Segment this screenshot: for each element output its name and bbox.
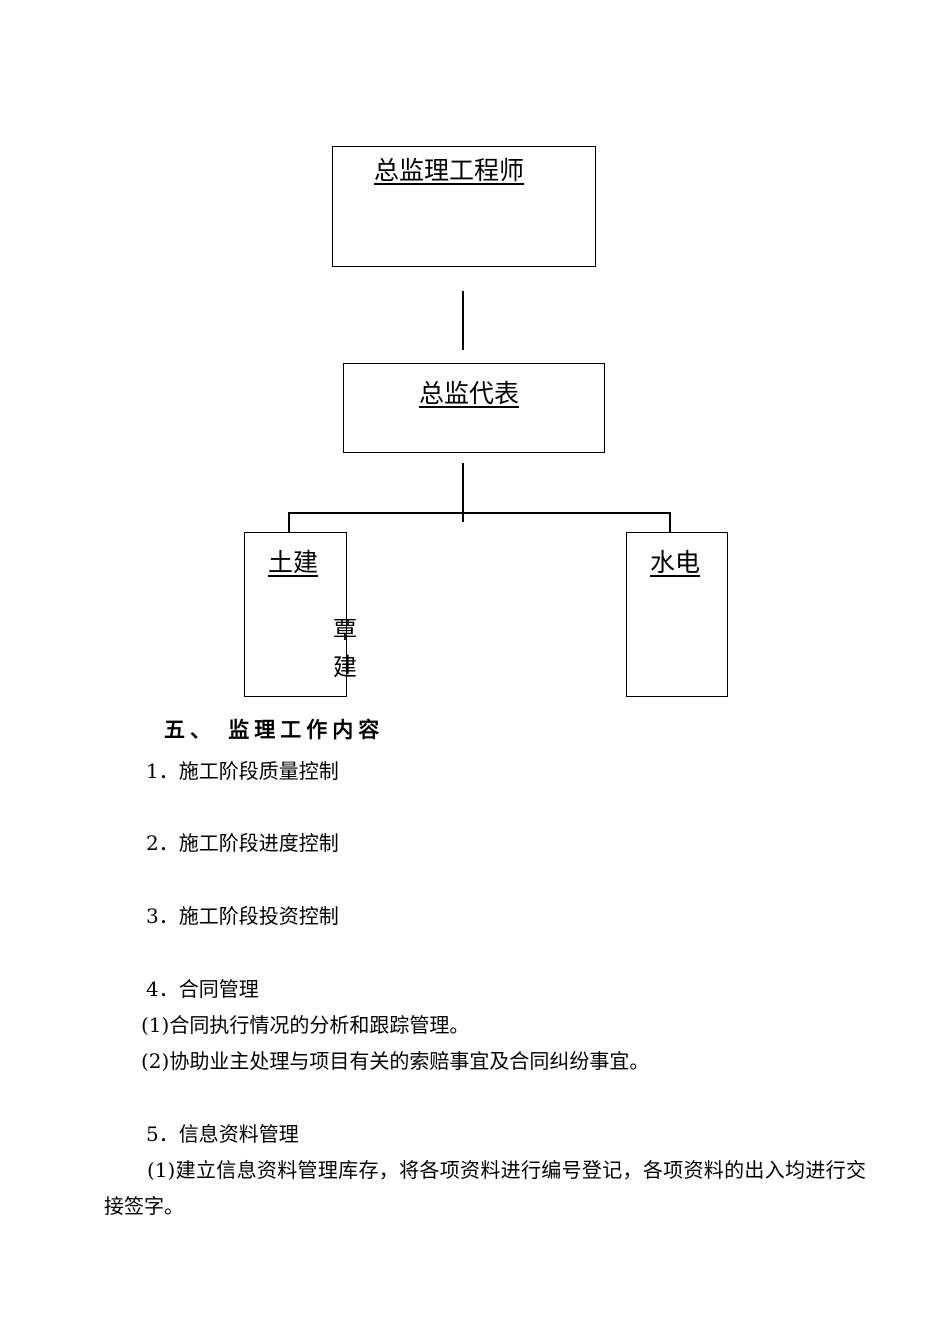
connector-line xyxy=(669,512,671,544)
civil-label: 土建 xyxy=(268,548,319,577)
chief-engineer-label: 总监理工程师 xyxy=(374,156,525,185)
section-heading: 五、 监理工作内容 xyxy=(164,718,385,742)
paragraph: (1)建立信息资料管理库存，将各项资料进行编号登记，各项资料的出入均进行交接签字… xyxy=(104,1158,866,1218)
branch-line xyxy=(288,512,671,514)
sub-item: (2)协助业主处理与项目有关的索赔事宜及合同纠纷事宜。 xyxy=(141,1049,650,1073)
chief-representative-box xyxy=(343,363,605,453)
water-electric-box xyxy=(626,532,728,697)
list-item: 1．施工阶段质量控制 xyxy=(146,759,339,783)
stray-character: 建 xyxy=(333,653,357,681)
list-item: 4．合同管理 xyxy=(146,977,259,1001)
connector-line xyxy=(288,512,290,544)
list-item: 5．信息资料管理 xyxy=(146,1122,299,1146)
connector-line xyxy=(462,463,464,522)
list-item: 3．施工阶段投资控制 xyxy=(146,904,339,928)
civil-box xyxy=(244,532,347,697)
connector-line xyxy=(462,291,464,350)
stray-character: 覃 xyxy=(333,616,357,644)
chief-engineer-box xyxy=(332,146,596,267)
chief-representative-label: 总监代表 xyxy=(419,379,520,408)
list-item: 2．施工阶段进度控制 xyxy=(146,831,339,855)
sub-item: (1)合同执行情况的分析和跟踪管理。 xyxy=(141,1013,470,1037)
water-electric-label: 水电 xyxy=(650,548,701,577)
